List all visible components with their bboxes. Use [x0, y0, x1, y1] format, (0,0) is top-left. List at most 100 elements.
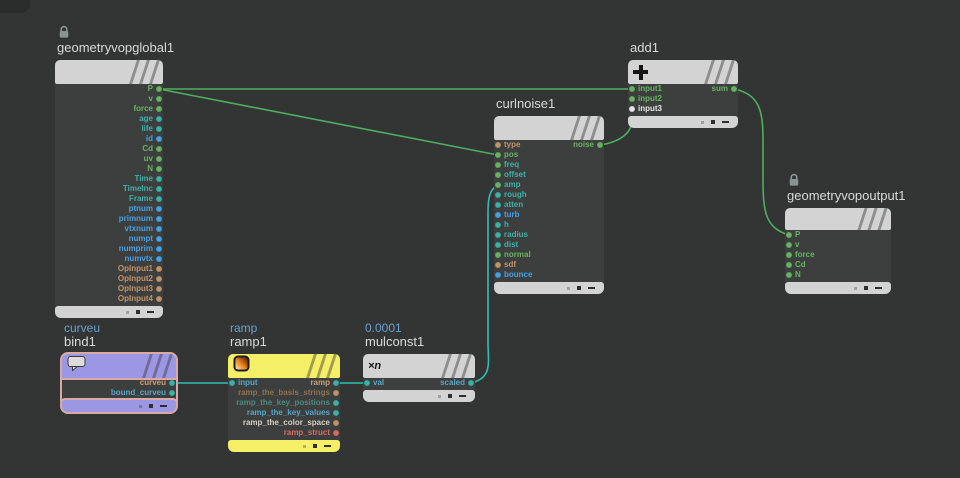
- input-port-dot[interactable]: [786, 272, 792, 278]
- flag-badge-square[interactable]: [136, 310, 140, 314]
- flag-badge-dash[interactable]: [875, 287, 882, 289]
- output-port-dot[interactable]: [333, 390, 339, 396]
- output-port-dot[interactable]: [156, 256, 162, 262]
- output-port-dot[interactable]: [156, 206, 162, 212]
- input-port-dot[interactable]: [364, 380, 370, 386]
- flag-badge-dash[interactable]: [324, 445, 331, 447]
- flag-badge-square[interactable]: [448, 394, 452, 398]
- output-port-dot[interactable]: [169, 390, 175, 396]
- wire-P-to-curlnoise1-pos[interactable]: [158, 88, 499, 156]
- output-port-dot[interactable]: [156, 166, 162, 172]
- output-port-dot[interactable]: [468, 380, 474, 386]
- output-port-dot[interactable]: [156, 156, 162, 162]
- output-port-dot[interactable]: [156, 266, 162, 272]
- port-label: pos: [504, 150, 519, 159]
- input-port-dot[interactable]: [495, 182, 501, 188]
- output-port-dot[interactable]: [156, 116, 162, 122]
- input-port-dot[interactable]: [495, 262, 501, 268]
- input-port-dot[interactable]: [629, 86, 635, 92]
- input-port-dot[interactable]: [495, 272, 501, 278]
- input-port-dot[interactable]: [495, 202, 501, 208]
- node-header[interactable]: [62, 354, 176, 378]
- input-port-dot[interactable]: [495, 222, 501, 228]
- output-port-dot[interactable]: [156, 276, 162, 282]
- output-port-Time: Time: [134, 174, 162, 184]
- wire-sum-to-output-P[interactable]: [733, 88, 790, 236]
- output-port-dot[interactable]: [156, 106, 162, 112]
- output-port-dot[interactable]: [333, 420, 339, 426]
- flag-badge-dash[interactable]: [459, 395, 466, 397]
- flag-badge-small[interactable]: [303, 444, 306, 448]
- output-port-dot[interactable]: [156, 196, 162, 202]
- flag-badge-dash[interactable]: [160, 405, 167, 407]
- input-port-dot[interactable]: [786, 242, 792, 248]
- flag-badge-square[interactable]: [577, 286, 581, 290]
- input-port-dot[interactable]: [229, 380, 235, 386]
- output-port-dot[interactable]: [156, 216, 162, 222]
- flag-badge-dash[interactable]: [147, 311, 154, 313]
- flag-badge-small[interactable]: [854, 286, 857, 290]
- flag-badge-square[interactable]: [149, 404, 153, 408]
- input-port-dot[interactable]: [495, 242, 501, 248]
- output-port-dot[interactable]: [156, 86, 162, 92]
- input-port-dot[interactable]: [495, 172, 501, 178]
- flag-badge-dash[interactable]: [588, 287, 595, 289]
- node-header[interactable]: [628, 60, 738, 84]
- flag-badge-small[interactable]: [438, 394, 441, 398]
- output-port-dot[interactable]: [156, 126, 162, 132]
- output-port-dot[interactable]: [156, 96, 162, 102]
- flag-badge-small[interactable]: [567, 286, 570, 290]
- output-port-dot[interactable]: [333, 410, 339, 416]
- input-port-dot[interactable]: [495, 252, 501, 258]
- input-port-dot[interactable]: [495, 152, 501, 158]
- input-port-dot[interactable]: [495, 142, 501, 148]
- flag-badge-dash[interactable]: [722, 121, 729, 123]
- output-port-dot[interactable]: [156, 286, 162, 292]
- flag-badge-small[interactable]: [126, 310, 129, 314]
- input-port-dot[interactable]: [495, 162, 501, 168]
- node-header[interactable]: [494, 116, 604, 140]
- flag-badge-square[interactable]: [313, 444, 317, 448]
- output-port-dot[interactable]: [156, 296, 162, 302]
- flag-badge-square[interactable]: [711, 120, 715, 124]
- output-port-dot[interactable]: [156, 176, 162, 182]
- input-port-dot[interactable]: [786, 252, 792, 258]
- input-port-dot[interactable]: [629, 106, 635, 112]
- node-header[interactable]: [785, 208, 891, 230]
- output-port-dot[interactable]: [156, 246, 162, 252]
- node-header[interactable]: [55, 60, 163, 84]
- input-port-dot[interactable]: [495, 232, 501, 238]
- output-port-dot[interactable]: [333, 380, 339, 386]
- port-row: Time: [55, 174, 163, 184]
- input-port-dot[interactable]: [786, 262, 792, 268]
- input-port-dot[interactable]: [495, 192, 501, 198]
- output-port-dot[interactable]: [333, 400, 339, 406]
- input-port-dot[interactable]: [629, 96, 635, 102]
- output-port-dot[interactable]: [156, 186, 162, 192]
- output-port-dot[interactable]: [156, 226, 162, 232]
- output-port-dot[interactable]: [333, 430, 339, 436]
- output-port-dot[interactable]: [597, 142, 603, 148]
- node-header[interactable]: ×n: [363, 354, 475, 378]
- output-port-dot[interactable]: [156, 146, 162, 152]
- output-port-dot[interactable]: [156, 136, 162, 142]
- input-port-dot[interactable]: [495, 212, 501, 218]
- flag-badge-small[interactable]: [139, 404, 142, 408]
- output-port-dot[interactable]: [156, 236, 162, 242]
- flag-badge-small[interactable]: [701, 120, 704, 124]
- output-port-dot[interactable]: [731, 86, 737, 92]
- wire-scaled-to-curlnoise1-amp[interactable]: [470, 184, 499, 384]
- node-header[interactable]: [228, 354, 340, 378]
- output-port-dot[interactable]: [169, 380, 175, 386]
- input-port-dot[interactable]: [786, 232, 792, 238]
- flag-badge-square[interactable]: [864, 286, 868, 290]
